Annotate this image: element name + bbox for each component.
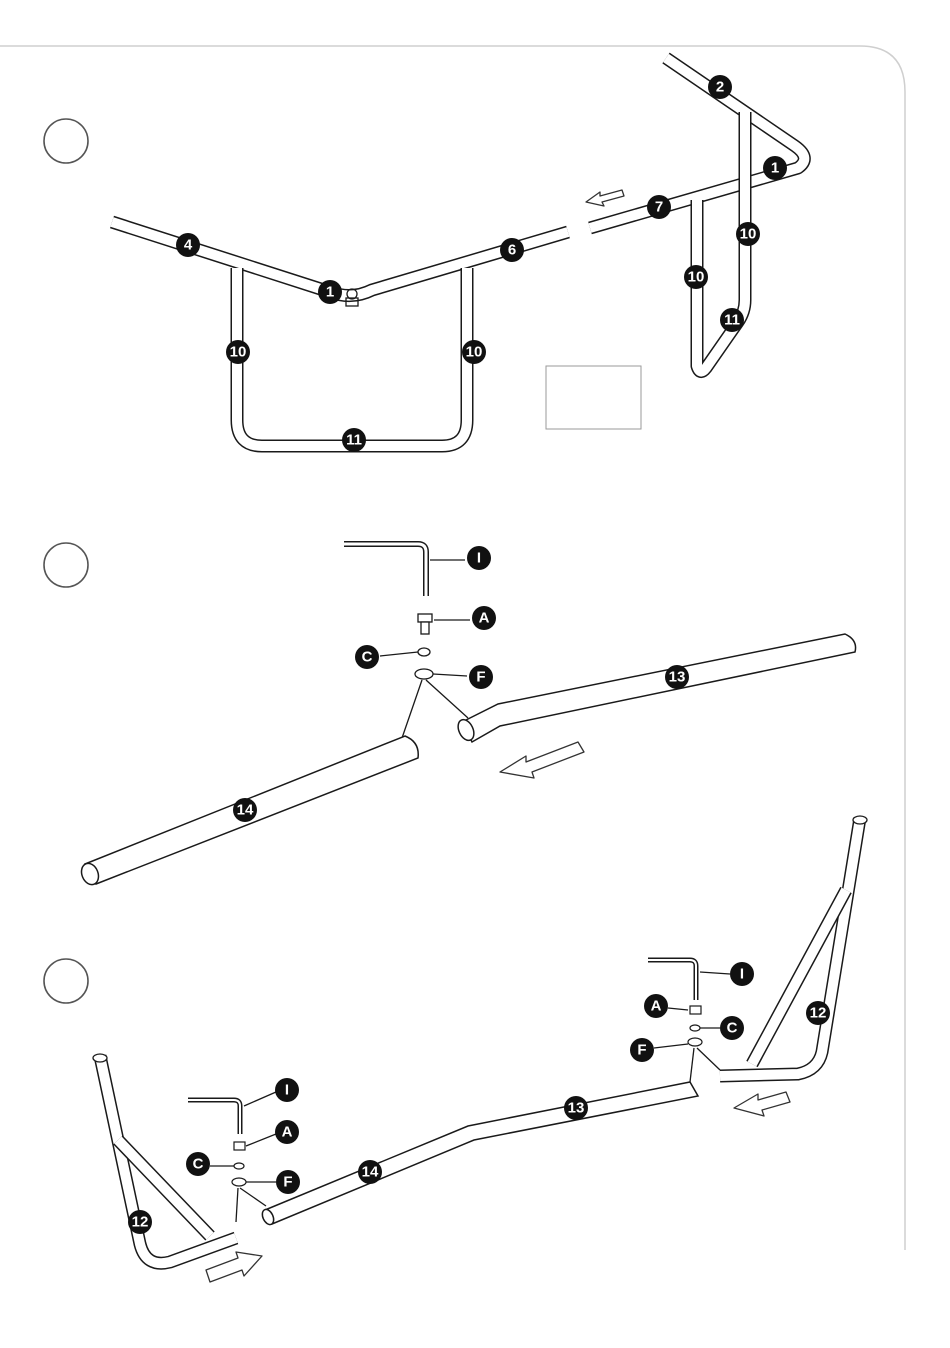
svg-text:1: 1 <box>326 284 334 301</box>
svg-text:C: C <box>362 649 373 666</box>
callout: A <box>644 994 668 1018</box>
svg-text:7: 7 <box>655 199 663 216</box>
callout: I <box>730 962 754 986</box>
callout: 11 <box>720 308 744 332</box>
svg-text:A: A <box>282 1124 293 1141</box>
arrow-icon <box>586 190 624 206</box>
callout: 1 <box>763 156 787 180</box>
svg-text:10: 10 <box>688 269 705 286</box>
washer-icon <box>415 669 433 679</box>
svg-text:F: F <box>637 1042 646 1059</box>
svg-text:12: 12 <box>810 1005 827 1022</box>
svg-text:I: I <box>285 1082 289 1099</box>
callout: C <box>186 1152 210 1176</box>
svg-text:I: I <box>477 550 481 567</box>
step-1: 4 1 6 2 1 7 10 10 11 10 10 11 <box>44 58 804 452</box>
callout: 13 <box>665 665 689 689</box>
svg-text:2: 2 <box>716 79 724 96</box>
bolt-icon <box>418 614 432 634</box>
right-frame <box>590 58 804 372</box>
arrow-icon <box>734 1092 790 1116</box>
leg-12-right <box>720 816 867 1076</box>
callout: 2 <box>708 75 732 99</box>
svg-text:13: 13 <box>568 1100 585 1117</box>
svg-text:F: F <box>476 669 485 686</box>
bolt-icon <box>234 1142 245 1150</box>
svg-text:A: A <box>479 610 490 627</box>
bolt-icon <box>690 1006 701 1014</box>
callout: 14 <box>358 1160 382 1184</box>
callout: A <box>275 1120 299 1144</box>
hex-key-icon <box>344 544 426 596</box>
svg-text:4: 4 <box>184 237 193 254</box>
washer-icon <box>234 1163 244 1169</box>
left-frame <box>112 222 568 446</box>
step-3-circle <box>44 959 88 1003</box>
svg-text:F: F <box>283 1174 292 1191</box>
callout: I <box>275 1078 299 1102</box>
arrow-icon <box>500 742 584 778</box>
callout: A <box>472 606 496 630</box>
svg-text:I: I <box>740 966 744 983</box>
placeholder-box <box>546 366 641 429</box>
washer-icon <box>418 648 430 656</box>
svg-text:10: 10 <box>466 344 483 361</box>
svg-text:14: 14 <box>237 802 254 819</box>
svg-text:10: 10 <box>230 344 247 361</box>
callout: C <box>355 645 379 669</box>
callout: 11 <box>342 428 366 452</box>
svg-text:14: 14 <box>362 1164 379 1181</box>
callout: 1 <box>318 280 342 304</box>
washer-icon <box>232 1178 246 1186</box>
callout: 12 <box>806 1001 830 1025</box>
callout: 13 <box>564 1096 588 1120</box>
tube-13 <box>455 634 856 743</box>
svg-text:13: 13 <box>669 669 686 686</box>
svg-text:10: 10 <box>740 226 757 243</box>
callout: 4 <box>176 233 200 257</box>
callout: 14 <box>233 798 257 822</box>
callout: 6 <box>500 238 524 262</box>
callout: F <box>469 665 493 689</box>
svg-text:11: 11 <box>346 432 362 449</box>
arrow-icon <box>206 1252 262 1282</box>
tube-14-13 <box>260 1082 698 1226</box>
callout: 10 <box>736 222 760 246</box>
step-3: I A C F 12 13 14 I A C F 12 <box>44 816 867 1282</box>
step-2-circle <box>44 543 88 587</box>
svg-text:11: 11 <box>724 312 740 329</box>
callout: F <box>276 1170 300 1194</box>
svg-text:6: 6 <box>508 242 516 259</box>
svg-text:A: A <box>651 998 662 1015</box>
step-2: I A C F 13 14 <box>44 543 856 887</box>
callout: 10 <box>226 340 250 364</box>
washer-icon <box>690 1025 700 1031</box>
svg-text:1: 1 <box>771 160 779 177</box>
callout: C <box>720 1016 744 1040</box>
callout: 10 <box>462 340 486 364</box>
callout: 12 <box>128 1210 152 1234</box>
washer-icon <box>688 1038 702 1046</box>
callout: F <box>630 1038 654 1062</box>
svg-text:C: C <box>193 1156 204 1173</box>
callout: 10 <box>684 265 708 289</box>
leg-12-left <box>93 1054 236 1263</box>
callout: 7 <box>647 195 671 219</box>
svg-text:C: C <box>727 1020 738 1037</box>
svg-text:12: 12 <box>132 1214 149 1231</box>
step-1-circle <box>44 119 88 163</box>
callout: I <box>467 546 491 570</box>
